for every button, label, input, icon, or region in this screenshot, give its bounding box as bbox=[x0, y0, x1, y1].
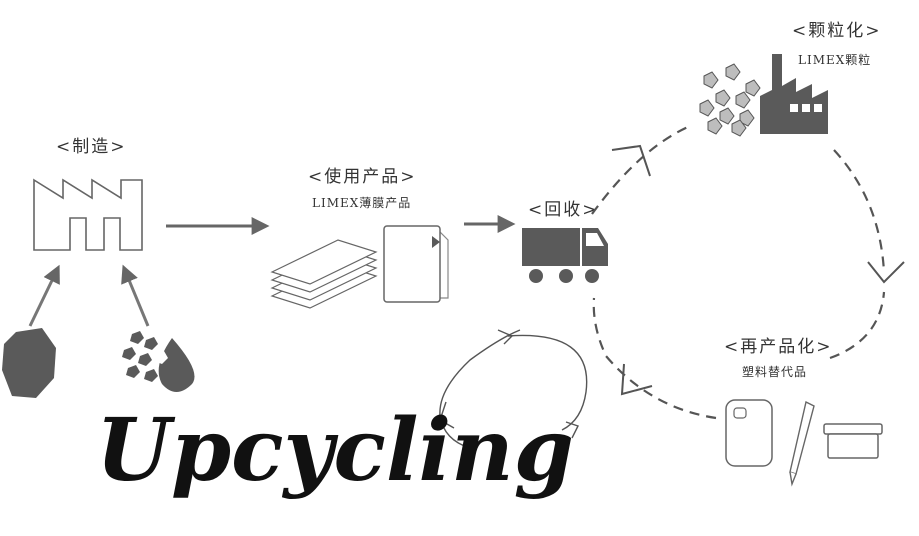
pen-icon bbox=[789, 400, 815, 487]
factory-outline-icon bbox=[33, 178, 143, 251]
pelletize-sublabel: LIMEX颗粒 bbox=[798, 52, 871, 67]
manufacture-step: <制造> bbox=[2, 137, 195, 398]
loop-arrow-recover-to-pelletize bbox=[591, 124, 691, 215]
upcycling-title: Upcycling bbox=[96, 400, 574, 501]
recover-label: <回收> bbox=[528, 200, 599, 220]
use-label: <使用产品> bbox=[308, 166, 417, 187]
truck-icon bbox=[522, 228, 608, 283]
loop-arrowheads bbox=[611, 144, 905, 396]
use-sublabel: LIMEX薄膜产品 bbox=[312, 195, 411, 210]
recover-step: <回收> bbox=[522, 200, 608, 283]
factory-filled-icon bbox=[760, 54, 828, 134]
film-sheets-icon bbox=[270, 239, 378, 309]
arrow-pellets-to-factory bbox=[121, 264, 150, 327]
phone-case-icon bbox=[725, 399, 773, 467]
pelletize-label: <颗粒化> bbox=[792, 21, 882, 41]
pellets-cluster-icon bbox=[699, 63, 761, 137]
arrow-stone-to-factory bbox=[28, 264, 60, 327]
loop-arrow-reproduce-to-recover bbox=[592, 297, 717, 420]
document-folder-icon bbox=[383, 225, 449, 303]
loop-arrow-pelletize-to-reproduce bbox=[833, 149, 886, 273]
upcycling-swirl-icon bbox=[439, 329, 588, 449]
recycle-loop bbox=[591, 124, 886, 420]
reproduce-label: <再产品化> bbox=[724, 337, 833, 357]
reproduce-sublabel: 塑料替代品 bbox=[742, 364, 807, 379]
pelletize-step: <颗粒化> LIMEX颗粒 bbox=[699, 21, 882, 137]
manufacture-label: <制造> bbox=[56, 137, 127, 157]
reproduce-step: <再产品化> 塑料替代品 bbox=[724, 337, 883, 487]
use-step: <使用产品> LIMEX薄膜产品 bbox=[270, 166, 449, 309]
container-icon bbox=[823, 423, 883, 459]
raw-stone-icon bbox=[2, 328, 56, 398]
pellets-and-drop-icon bbox=[122, 331, 195, 392]
